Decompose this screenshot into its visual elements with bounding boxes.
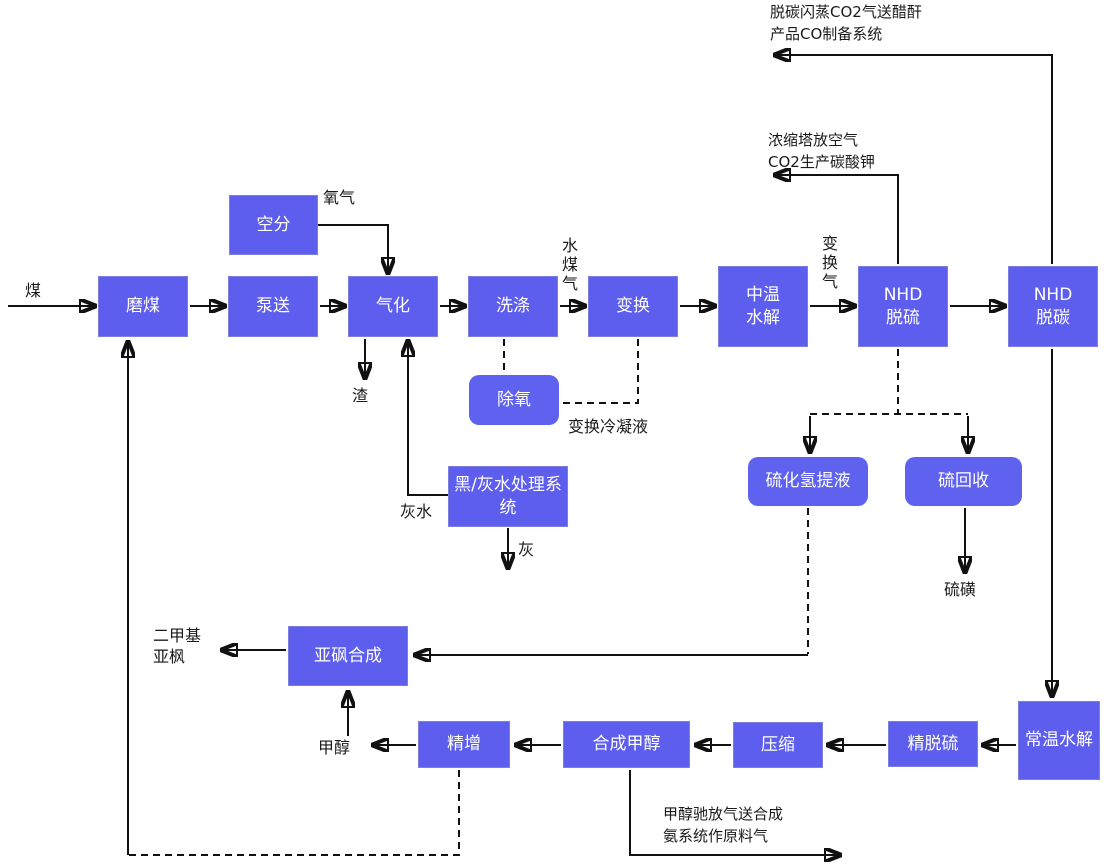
label-sulfur: 硫磺: [944, 580, 977, 599]
label-ash: 灰: [518, 540, 535, 559]
node-air-separation: 空分: [229, 195, 318, 255]
label-water-gas: 水煤气: [562, 236, 579, 293]
node-nhd-desulfurization: NHD 脱硫: [858, 266, 948, 347]
label-dmso: 二甲基 亚枫: [153, 626, 202, 666]
node-coal-milling: 磨煤: [98, 276, 188, 337]
label-oxygen: 氧气: [323, 188, 356, 207]
node-sulfur-recovery: 硫回收: [905, 457, 1022, 506]
label-methanol: 甲醇: [318, 738, 351, 757]
edge-nhd-decarb-to-co-system: [775, 55, 1053, 264]
annotation-concentration-tower: 浓缩塔放空气 CO2生产碳酸钾: [768, 131, 875, 171]
node-shift: 变换: [588, 276, 678, 337]
label-coal: 煤: [25, 281, 42, 300]
label-shift-gas: 变换气: [822, 234, 839, 291]
node-washing: 洗涤: [468, 276, 558, 337]
node-mt-hydrolysis: 中温 水解: [718, 266, 808, 347]
edge-treatment-to-gasification: [408, 341, 448, 496]
node-water-treatment: 黑/灰水处理系 统: [448, 466, 568, 527]
node-h2s-extraction: 硫化氢提液: [748, 457, 868, 506]
node-fine-desulfurization: 精脱硫: [888, 721, 978, 767]
annotation-decarb-flash: 脱碳闪蒸CO2气送醋酐 产品CO制备系统: [770, 3, 922, 43]
node-pumping: 泵送: [228, 276, 318, 337]
node-gasification: 气化: [348, 276, 438, 337]
annotation-methanol-purge: 甲醇驰放气送合成 氨系统作原料气: [663, 805, 784, 845]
node-sulfoxide-synthesis: 亚砜合成: [288, 626, 408, 686]
edge-air-separation-to-gasification: [318, 224, 388, 273]
edge-nhd-desulf-to-concentration-tower: [775, 175, 899, 264]
edge-shift-to-deoxygenation: [562, 339, 639, 404]
node-nhd-decarbonization: NHD 脱碳: [1008, 266, 1098, 347]
node-deoxygenation: 除氧: [469, 375, 559, 425]
label-shift-condensate: 变换冷凝液: [568, 417, 649, 436]
edge-nhd-desulf-sulfur-branch: [810, 349, 968, 415]
label-grey-water: 灰水: [400, 502, 433, 521]
node-at-hydrolysis: 常温水解: [1018, 701, 1100, 780]
node-compression: 压缩: [733, 722, 823, 768]
node-refining: 精增: [418, 721, 510, 768]
node-methanol-synthesis: 合成甲醇: [563, 721, 690, 768]
edge-synthesis-to-purge-gas: [629, 770, 840, 855]
edge-refining-recycle-dashed: [128, 770, 460, 856]
label-slag: 渣: [352, 386, 369, 405]
